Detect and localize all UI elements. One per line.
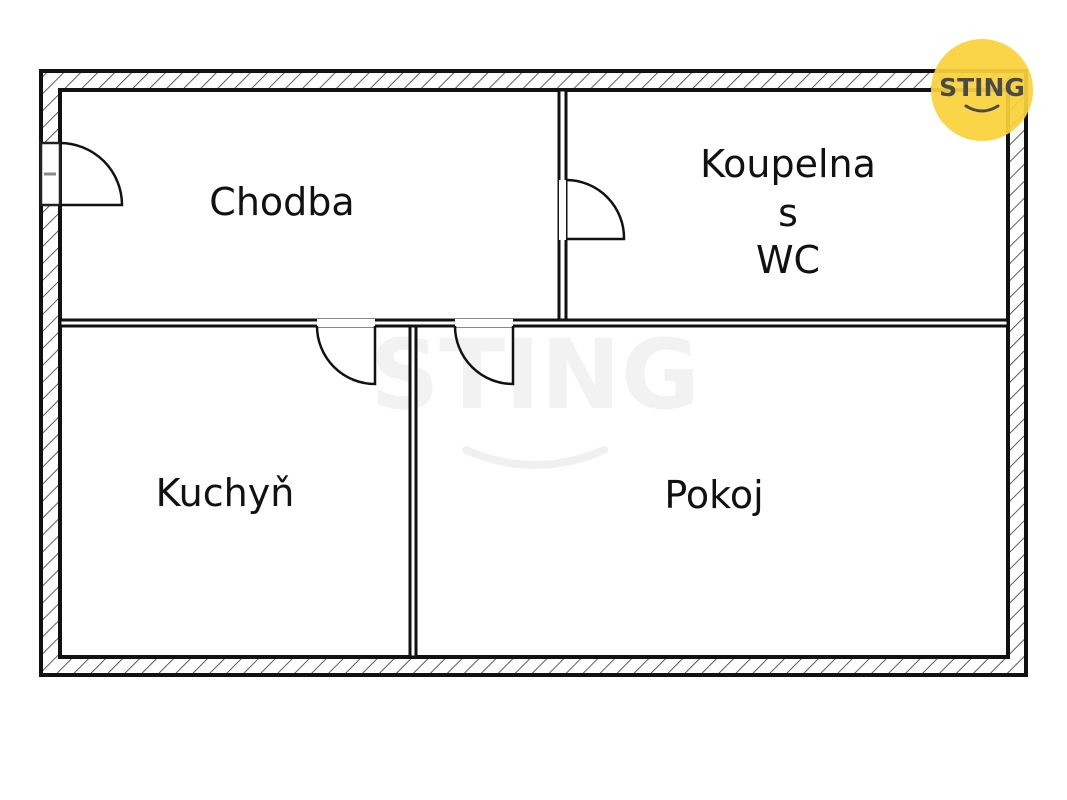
room-door: [453, 319, 515, 386]
svg-text:STING: STING: [939, 73, 1025, 102]
sting-logo: STING: [931, 39, 1033, 141]
room-label-pokoj: Pokoj: [664, 473, 763, 517]
watermark: STING: [370, 319, 700, 469]
bathroom-door: [559, 178, 626, 241]
room-label-koupelna-s: s: [778, 191, 798, 235]
kitchen-door: [315, 319, 377, 386]
room-label-kuchyn: Kuchyň: [156, 471, 295, 515]
entry-door: [39, 141, 124, 207]
room-label-chodba: Chodba: [209, 180, 354, 224]
outer-wall: [39, 69, 1028, 677]
svg-text:STING: STING: [370, 319, 699, 431]
room-label-koupelna: Koupelna: [700, 142, 876, 186]
room-label-wc: WC: [756, 238, 820, 282]
